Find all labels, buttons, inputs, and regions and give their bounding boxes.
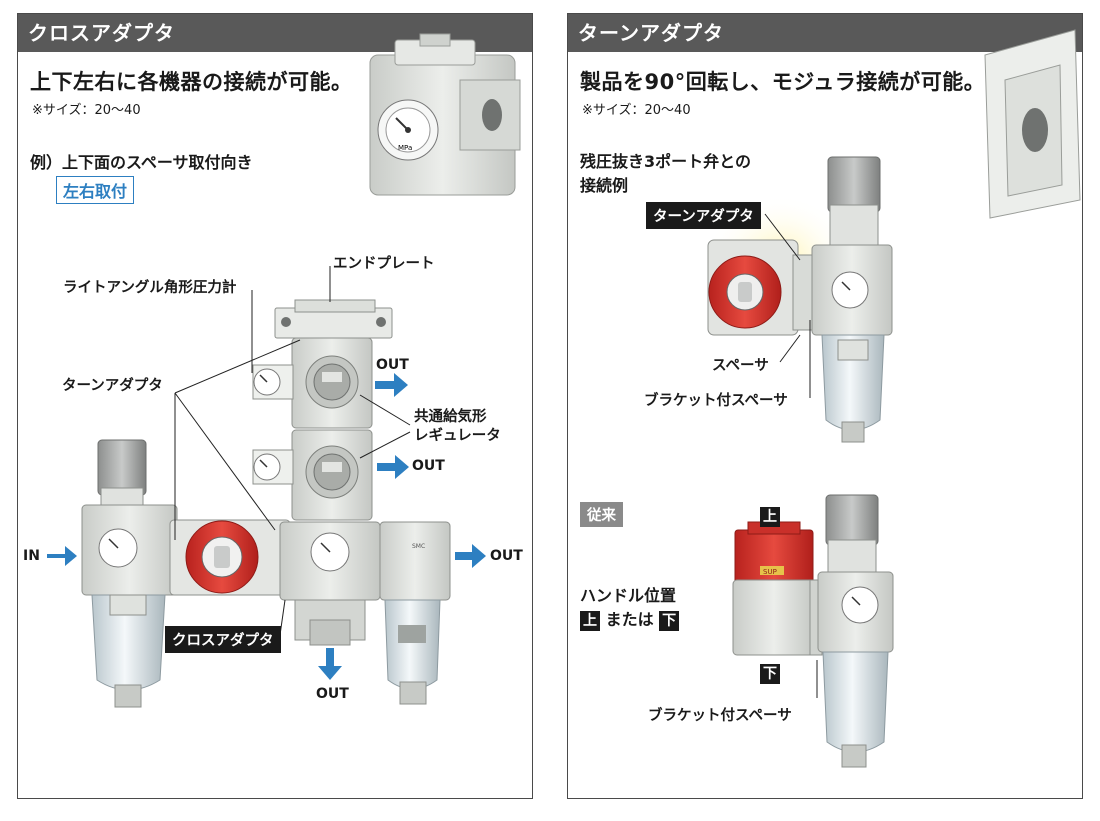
connection-example-line1: 残圧抜き3ポート弁との xyxy=(580,152,751,171)
label-spacer: スペーサ xyxy=(712,358,769,374)
label-handle-position: ハンドル位置 xyxy=(580,586,677,605)
label-regulator-line2: レギュレータ xyxy=(414,428,501,444)
label-out-bottom: OUT xyxy=(316,686,349,702)
panel-header-cross-adapter: クロスアダプタ xyxy=(18,14,532,52)
turn-adapter-size-note: ※サイズ：20～40 xyxy=(582,103,691,118)
turn-adapter-unit-image xyxy=(984,29,1081,219)
label-conventional: 従来 xyxy=(580,502,623,527)
label-out-middle: OUT xyxy=(412,458,445,474)
handle-top-box: 上 xyxy=(580,611,600,631)
sup-mark: SUP xyxy=(763,568,777,576)
brand-mark: SMC xyxy=(412,543,425,550)
connection-example-line2: 接続例 xyxy=(580,176,629,195)
tag-bottom: 下 xyxy=(760,664,780,684)
label-regulator-line1: 共通給気形 xyxy=(414,409,487,425)
label-right-angle-gauge: ライトアングル角形圧力計 xyxy=(63,280,237,296)
label-out-right: OUT xyxy=(490,548,523,564)
label-turn-adapter-right: ターンアダプタ xyxy=(646,202,761,229)
handle-bottom-box: 下 xyxy=(659,611,680,631)
cross-adapter-assembly-image xyxy=(47,266,486,708)
label-handle-options: 上 または 下 xyxy=(580,606,680,631)
conventional-example-image xyxy=(732,494,894,768)
cross-adapter-headline: 上下左右に各機器の接続が可能。 xyxy=(30,70,353,94)
label-in: IN xyxy=(23,548,40,564)
cross-adapter-size-note: ※サイズ：20～40 xyxy=(32,103,141,118)
handle-or-text: または xyxy=(605,610,654,629)
gauge-unit-mark: MPa xyxy=(398,144,412,152)
label-cross-adapter: クロスアダプタ xyxy=(165,626,281,653)
label-bracket-spacer: ブラケット付スペーサ xyxy=(644,393,788,409)
mount-direction-label: 左右取付 xyxy=(56,176,135,204)
label-turn-adapter-left: ターンアダプタ xyxy=(62,378,163,394)
label-out-top: OUT xyxy=(376,357,409,373)
panel-header-turn-adapter: ターンアダプタ xyxy=(568,14,1082,52)
label-end-plate: エンドプレート xyxy=(333,256,435,272)
turn-adapter-headline: 製品を90°回転し、モジュラ接続が可能。 xyxy=(580,70,986,94)
tag-top: 上 xyxy=(760,507,780,527)
spacer-orientation-example: 例）上下面のスペーサ取付向き xyxy=(30,153,253,172)
turn-adapter-example-image xyxy=(705,156,893,443)
label-bracket-spacer-conventional: ブラケット付スペーサ xyxy=(648,708,792,724)
cross-adapter-unit-image: MPa xyxy=(369,33,521,196)
